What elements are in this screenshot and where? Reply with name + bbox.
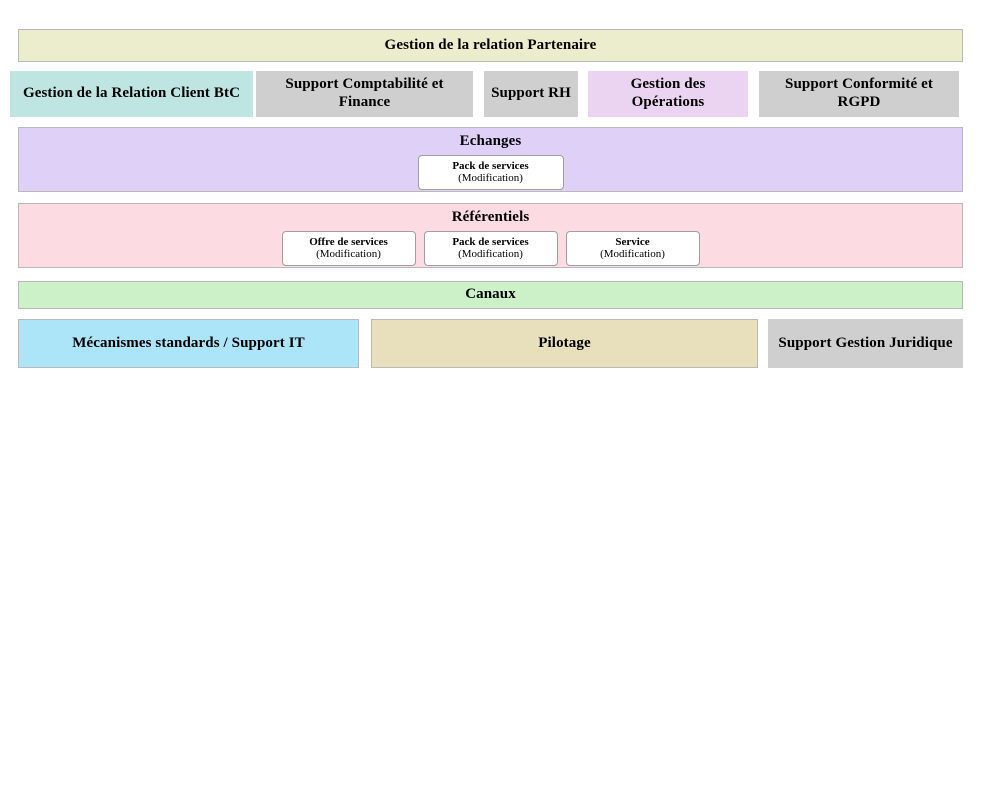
cell-support-rh[interactable]: Support RH: [484, 71, 578, 117]
cell-support-conformite-rgpd[interactable]: Support Conformité et RGPD: [759, 71, 959, 117]
cell-mecanismes-standards-support-it[interactable]: Mécanismes standards / Support IT: [18, 319, 359, 368]
cell-label: Support Comptabilité et Finance: [285, 76, 444, 110]
item-name: Pack de services: [452, 159, 529, 172]
cell-label: Pilotage: [538, 334, 591, 351]
cell-support-gestion-juridique[interactable]: Support Gestion Juridique: [768, 319, 963, 368]
band-canaux[interactable]: Canaux: [18, 281, 963, 309]
cell-label: Support RH: [491, 85, 571, 102]
cell-gestion-relation-client-btc[interactable]: Gestion de la Relation Client BtC: [10, 71, 253, 117]
item-state: (Modification): [316, 248, 381, 260]
echanges-item-pack-de-services[interactable]: Pack de services (Modification): [417, 154, 564, 191]
cell-label: Mécanismes standards / Support IT: [72, 334, 305, 351]
cell-support-comptabilite-finance[interactable]: Support Comptabilité et Finance: [256, 71, 473, 117]
band-title: Canaux: [465, 286, 516, 303]
item-name: Pack de services: [452, 235, 529, 248]
cell-label: Support Conformité et RGPD: [785, 76, 933, 110]
band-echanges[interactable]: Echanges Pack de services (Modification): [18, 127, 963, 192]
band-title: Echanges: [459, 133, 522, 149]
referentiels-item-service[interactable]: Service (Modification): [565, 230, 700, 267]
cell-gestion-des-operations[interactable]: Gestion des Opérations: [588, 71, 748, 117]
band-referentiels[interactable]: Référentiels Offre de services (Modifica…: [18, 203, 963, 268]
item-name: Service: [615, 235, 650, 248]
referentiels-item-offre-de-services[interactable]: Offre de services (Modification): [281, 230, 416, 267]
cell-label: Gestion des Opérations: [630, 76, 706, 110]
band-title: Gestion de la relation Partenaire: [384, 36, 597, 53]
band-gestion-relation-partenaire[interactable]: Gestion de la relation Partenaire: [18, 29, 963, 62]
referentiels-item-pack-de-services[interactable]: Pack de services (Modification): [423, 230, 558, 267]
cell-pilotage[interactable]: Pilotage: [371, 319, 758, 368]
referentiels-item-list: Offre de services (Modification) Pack de…: [281, 230, 700, 267]
item-state: (Modification): [458, 172, 523, 184]
band-title: Référentiels: [451, 209, 530, 225]
echanges-item-list: Pack de services (Modification): [417, 154, 564, 191]
cell-label: Support Gestion Juridique: [778, 334, 953, 351]
item-name: Offre de services: [309, 235, 388, 248]
item-state: (Modification): [458, 248, 523, 260]
cell-label: Gestion de la Relation Client BtC: [22, 85, 241, 102]
item-state: (Modification): [600, 248, 665, 260]
